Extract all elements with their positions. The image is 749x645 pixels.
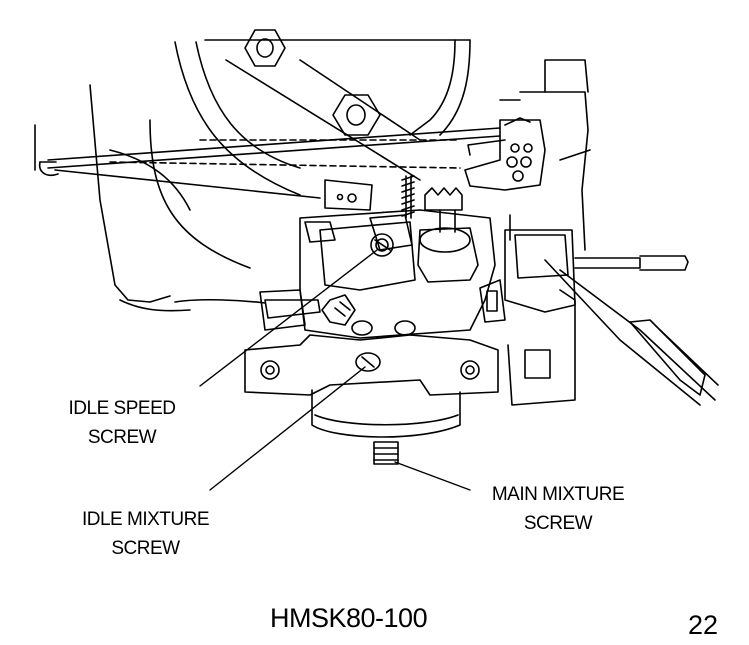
hex-bolt-top — [244, 29, 286, 67]
shroud-edge — [225, 59, 421, 181]
throttle-gear — [424, 187, 463, 233]
model-number: HMSK80-100 — [270, 603, 428, 633]
idle-speed-label-line-2: SCREW — [87, 427, 157, 448]
hex-bolt-mid — [332, 94, 381, 136]
page-number: 22 — [688, 610, 719, 640]
main-mixture-screw-label: MAIN MIXTURE SCREW — [468, 480, 648, 538]
engine-housing — [34, 39, 591, 406]
fuel-bowl — [311, 389, 461, 438]
mounting-bracket-right — [479, 229, 576, 323]
idle-speed-screw-label: IDLE SPEED SCREW — [42, 394, 202, 452]
main-mixture-label-line-1: MAIN MIXTURE — [491, 484, 625, 505]
leader-lines — [199, 249, 471, 491]
side-bolt — [321, 294, 356, 326]
bowl-nuts — [351, 320, 416, 336]
idle-mixture-label-line-2: SCREW — [111, 538, 180, 559]
main-mixture-screw — [373, 441, 399, 465]
idle-mixture-label-line-1: IDLE MIXTURE — [81, 509, 210, 530]
main-mixture-label-line-2: SCREW — [523, 513, 593, 534]
idle-mixture-screw — [355, 352, 381, 372]
idle-speed-screw — [370, 233, 394, 257]
mounting-flange — [244, 334, 499, 396]
shroud-edge-inner — [299, 59, 421, 141]
carburetor-body — [174, 179, 496, 339]
throttle-linkage — [38, 127, 501, 199]
governor-bracket — [464, 117, 546, 191]
idle-speed-label-line-1: IDLE SPEED — [68, 398, 176, 419]
idle-mixture-screw-label: IDLE MIXTURE SCREW — [58, 505, 233, 563]
choke-cable — [544, 255, 719, 406]
idle-speed-screw-spring — [401, 175, 415, 219]
